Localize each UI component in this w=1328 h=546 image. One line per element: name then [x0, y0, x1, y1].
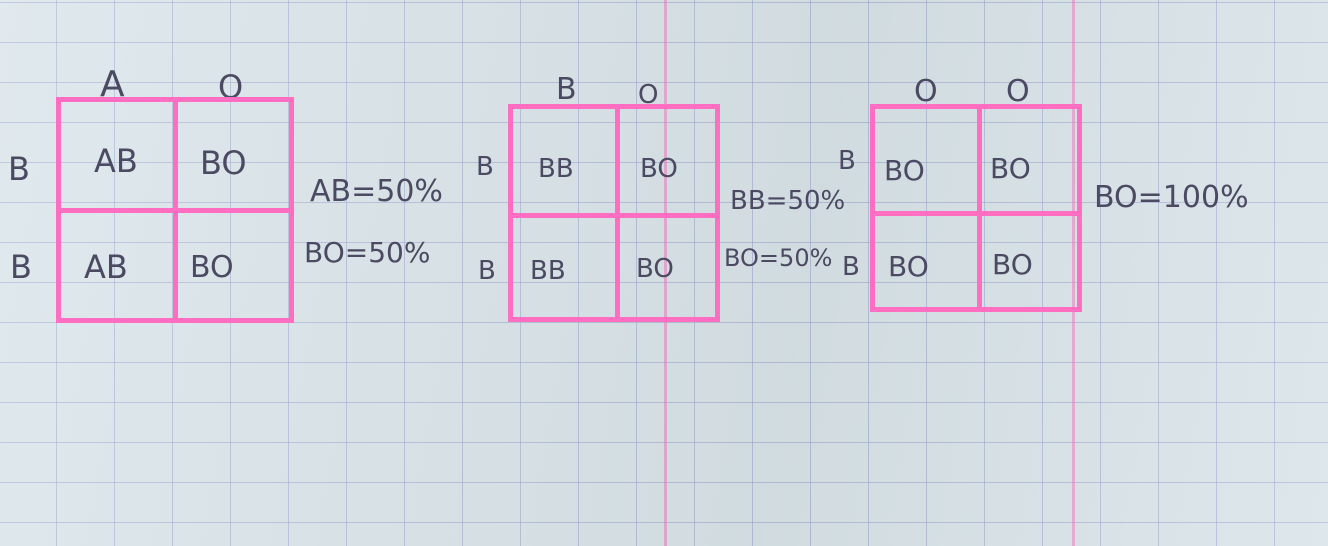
punnett-square-3	[870, 104, 1082, 312]
square2-cell-2-2: BO	[636, 254, 674, 284]
square2-cell-2-1: BB	[530, 256, 566, 286]
square2-cell-1-2: BO	[640, 154, 678, 184]
square2-row-label-2: B	[478, 256, 496, 286]
square1-cell-1-1: AB	[94, 142, 138, 180]
square1-row-label-2: B	[10, 248, 32, 286]
square1-result-2: BO=50%	[304, 236, 431, 269]
square3-cell-1-2: BO	[990, 152, 1031, 185]
square3-row-label-2: B	[842, 252, 860, 282]
square2-result-2: BO=50%	[724, 244, 833, 272]
square3-top-label-2: O	[1006, 74, 1030, 109]
square3-cell-2-1: BO	[888, 250, 929, 283]
square2-top-label-2: O	[638, 80, 659, 110]
square1-row-label-1: B	[8, 150, 30, 188]
square3-result-1: BO=100%	[1094, 180, 1249, 215]
square1-result-1: AB=50%	[310, 174, 443, 209]
punnett-square-2	[508, 104, 720, 322]
square1-cell-2-2: BO	[190, 250, 234, 285]
square3-cell-2-2: BO	[992, 248, 1033, 281]
square2-row-label-1: B	[476, 152, 494, 182]
square1-cell-2-1: AB	[84, 248, 128, 286]
square2-result-1: BB=50%	[730, 186, 846, 216]
square3-row-label-1: B	[838, 146, 856, 176]
square3-top-label-1: O	[914, 74, 938, 109]
square1-cell-1-2: BO	[200, 144, 247, 182]
square3-cell-1-1: BO	[884, 154, 925, 187]
square2-cell-1-1: BB	[538, 154, 574, 184]
square2-top-label-1: B	[556, 72, 577, 107]
punnett-square-1	[56, 97, 294, 323]
